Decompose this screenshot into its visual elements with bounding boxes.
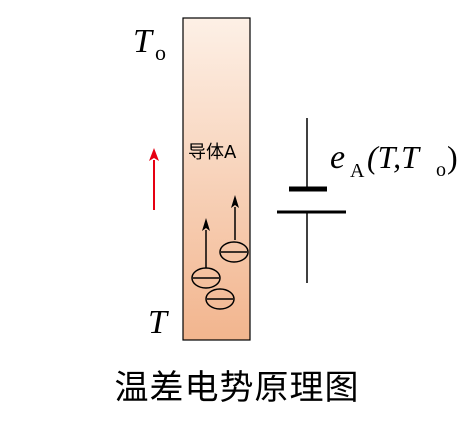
diagram-caption: 温差电势原理图 bbox=[114, 370, 360, 407]
conductor-label: 导体A bbox=[188, 142, 237, 163]
conductor-bar bbox=[182, 17, 251, 341]
electron-icon bbox=[205, 288, 235, 310]
top-temperature-subscript: o bbox=[155, 40, 166, 65]
red-up-arrow-icon bbox=[149, 148, 159, 210]
battery-icon bbox=[277, 118, 346, 283]
top-temperature-label: T bbox=[133, 23, 154, 60]
electron-arrow-right-icon bbox=[231, 195, 239, 240]
bottom-temperature-label: T bbox=[148, 304, 169, 341]
electron-arrow-left-icon bbox=[202, 218, 210, 268]
emf-label: e A (T,T o ) bbox=[330, 139, 458, 182]
electron-icon bbox=[191, 267, 221, 289]
electron-icon bbox=[219, 241, 249, 263]
